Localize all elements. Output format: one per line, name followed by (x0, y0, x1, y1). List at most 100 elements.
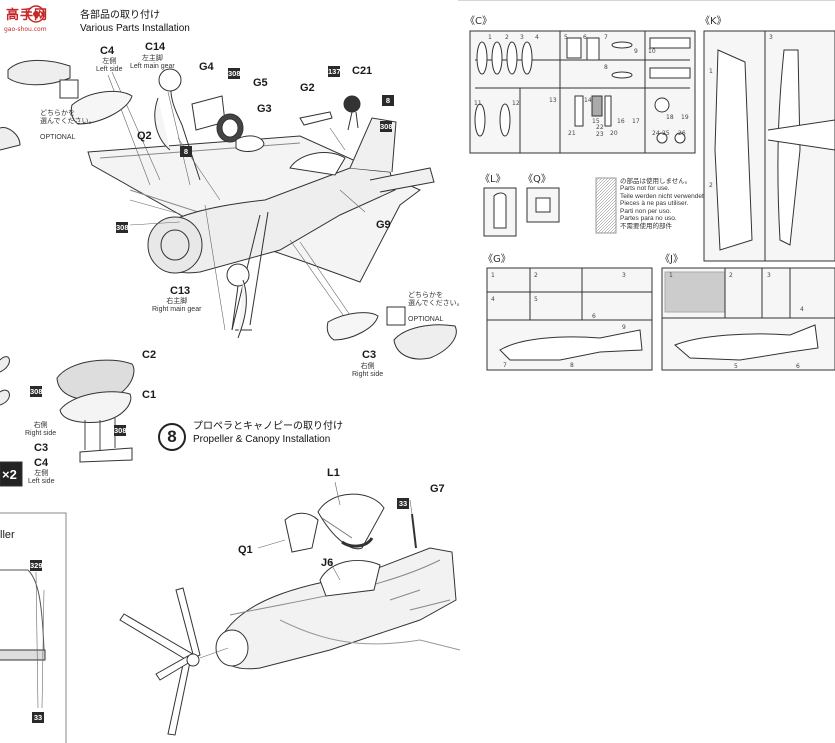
k-num: 2 (709, 182, 713, 189)
c-num: 8 (604, 64, 608, 71)
c-num: 4 (535, 34, 539, 41)
watermark-logo: 高手网 (6, 8, 49, 23)
c13-en: Right main gear (152, 306, 202, 314)
g-num: 1 (491, 272, 495, 279)
c14-jp: 左主脚 (141, 55, 163, 62)
not-used-fr: Pieces à ne pas utiliser. (620, 200, 689, 208)
badge-308-d: 308 (30, 386, 43, 397)
label-g5: G5 (253, 77, 268, 89)
g-num: 8 (570, 362, 574, 369)
label-l1: L1 (327, 467, 340, 479)
badge-8-a: 8 (382, 95, 394, 106)
optional-note-right: どちらかを 選んでください。 OPTIONAL (408, 284, 464, 332)
label-g2: G2 (300, 82, 315, 94)
label-c14: C14 (145, 41, 166, 53)
c-num: 15 (592, 118, 600, 125)
badge-308-e: 308 (114, 425, 127, 436)
drop-tank-right (393, 324, 457, 360)
right-jp: 右側 (33, 422, 48, 429)
step7-title: 各部品の取り付け Various Parts Installation (80, 10, 190, 35)
left-en: Left side (28, 478, 55, 486)
runner-j-label: 《J》 (660, 254, 683, 265)
c-num: 5 (564, 34, 568, 41)
badge-329: 329 (30, 560, 43, 571)
watermark-url: gao-shou.com (4, 26, 47, 33)
c-num: 19 (681, 114, 689, 121)
badge-33-bottom: 33 (32, 712, 44, 723)
bottom-left-text: ller (0, 529, 15, 541)
not-used-note: の部品は使用しません。 Parts not for use. Teile wer… (620, 178, 704, 230)
label-c21: C21 (352, 65, 373, 77)
badge-308-c: 308 (116, 222, 129, 233)
g-num: 9 (622, 324, 626, 331)
c-num: 12 (512, 100, 520, 107)
c-num: 3 (520, 34, 524, 41)
g-num: 2 (534, 272, 538, 279)
label-right-side: 右側 Right side (25, 422, 56, 438)
step8-title-jp: プロペラとキャノピーの取り付け (193, 421, 343, 432)
c-num: 6 (583, 34, 587, 41)
label-left-side: 左側 Left side (28, 470, 54, 486)
label-c13-gear: 右主脚 Right main gear (152, 298, 201, 314)
label-j6: J6 (321, 557, 334, 569)
not-used-cn: 不需要使用的部件 (620, 222, 672, 230)
k-num: 3 (769, 34, 773, 41)
c4-en: Left side (96, 66, 123, 74)
badge-8-b: 8 (180, 146, 192, 157)
j-num: 5 (734, 363, 738, 370)
c4-jp: 左側 (102, 58, 117, 65)
c-num: 17 (632, 118, 640, 125)
badge-33-step8: 33 (397, 498, 409, 509)
not-used-es: Partes para no uso. (620, 215, 677, 223)
c-num: 11 (474, 100, 482, 107)
badge-137: 137 (328, 66, 341, 77)
step8-number: 8 (158, 423, 186, 451)
badge-308-b: 308 (380, 121, 393, 132)
c-num: 10 (648, 48, 656, 55)
label-c13: C13 (170, 285, 191, 297)
optional-en-right: OPTIONAL (408, 316, 444, 324)
label-c4: C4 (100, 45, 115, 57)
label-c4-left: C4 (34, 457, 49, 469)
c13-jp: 右主脚 (166, 298, 188, 305)
label-g3: G3 (257, 103, 272, 115)
c-num: 23 (596, 131, 604, 138)
c3-en: Right side (352, 371, 384, 379)
not-used-it: Parti non per uso. (620, 207, 672, 215)
label-g7: G7 (430, 483, 445, 495)
k-num: 1 (709, 68, 713, 75)
label-g9: G9 (376, 219, 391, 231)
right-en: Right side (25, 430, 57, 438)
c-num: 2 (505, 34, 509, 41)
label-c3: C3 (362, 349, 377, 361)
drop-tank-left (7, 59, 71, 86)
c-num: 20 (610, 130, 618, 137)
label-c2: C2 (142, 349, 157, 361)
c-num: 1 (488, 34, 492, 41)
optional-jp-left: どちらかを 選んでください。 (40, 110, 96, 126)
j-num: 6 (796, 363, 800, 370)
j-num: 2 (729, 272, 733, 279)
g-num: 3 (622, 272, 626, 279)
runner-g-label: 《G》 (483, 254, 511, 265)
optional-jp-right: どちらかを 選んでください。 (408, 292, 464, 308)
left-jp: 左側 (34, 470, 49, 477)
times-two-badge: ×2 (2, 467, 17, 482)
badge-308-a: 308 (228, 68, 241, 79)
label-c14-gear: 左主脚 Left main gear (130, 55, 175, 71)
c-num: 18 (666, 114, 674, 121)
not-used-swatch (595, 177, 617, 234)
c-num: 26 (678, 130, 686, 137)
c-num: 14 (584, 97, 592, 104)
c-num: 24 (652, 130, 660, 137)
label-c1: C1 (142, 389, 157, 401)
label-q1: Q1 (238, 544, 253, 556)
label-c3-side: 右側 Right side (352, 363, 383, 379)
c14-en: Left main gear (130, 63, 175, 71)
not-used-de: Teile werden nicht verwendet (620, 192, 704, 200)
g-num: 6 (592, 313, 596, 320)
c-num: 21 (568, 130, 576, 137)
j-num: 1 (669, 272, 673, 279)
